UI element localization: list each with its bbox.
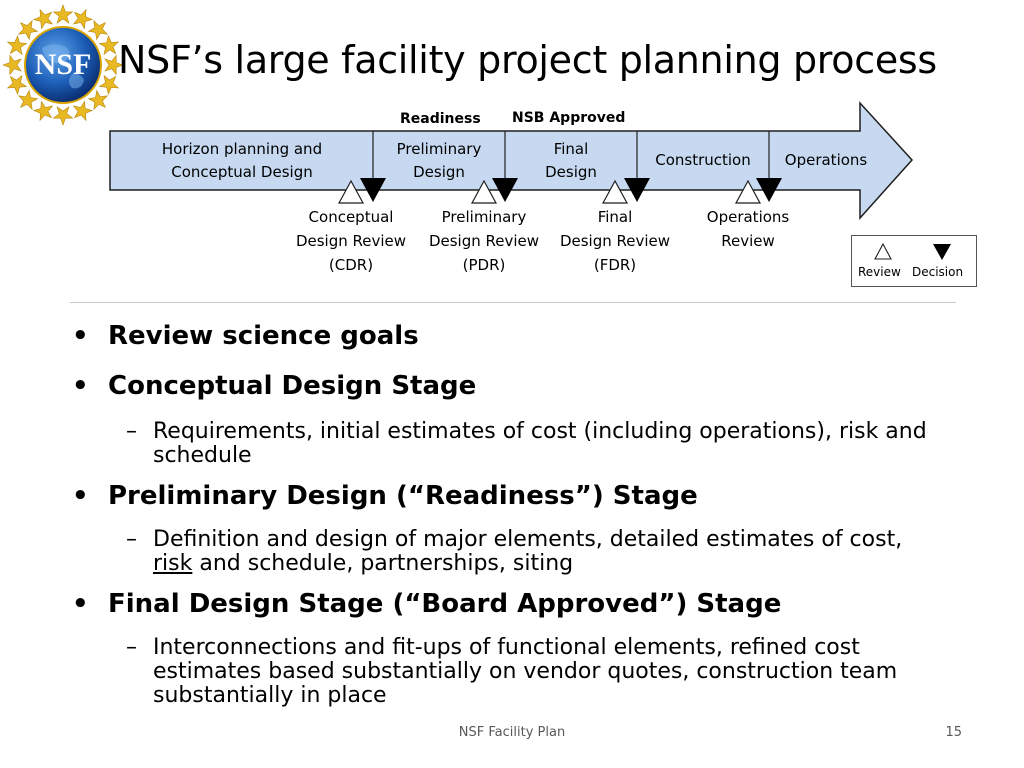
decision-marker [624, 178, 650, 202]
stage-label-construction: Construction [655, 151, 751, 169]
star-icon [2, 54, 22, 76]
decision-marker [360, 178, 386, 202]
star-icon [52, 106, 74, 126]
star-icon [104, 54, 124, 76]
star-icon [87, 89, 109, 111]
stage-label-operations: Operations [784, 151, 868, 169]
star-icon [32, 100, 54, 122]
star-icon [17, 89, 39, 111]
review-marker [874, 242, 892, 260]
page-title: NSF’s large facility project planning pr… [118, 38, 937, 82]
star-icon [6, 34, 28, 56]
review-marker [734, 179, 762, 204]
page-number: 15 [945, 725, 962, 740]
legend-review-label: Review [858, 265, 901, 279]
star-icon [72, 8, 94, 30]
star-icon [98, 74, 120, 96]
decision-marker [933, 244, 951, 260]
process-arrow [109, 101, 914, 220]
star-icon [72, 100, 94, 122]
slide-footer: NSF Facility Plan [458, 725, 566, 740]
star-icon [87, 19, 109, 41]
logo-text: NSF [35, 48, 92, 81]
review-marker [337, 179, 365, 204]
star-icon [6, 74, 28, 96]
decision-marker [756, 178, 782, 202]
star-icon [32, 8, 54, 30]
process-diagram [109, 101, 914, 220]
star-icon [17, 19, 39, 41]
underlined-risk: risk [153, 551, 193, 576]
divider-line [70, 302, 956, 303]
review-marker [470, 179, 498, 204]
star-icon [52, 4, 74, 24]
milestone-readiness: Readiness [400, 111, 481, 127]
legend-symbols [874, 242, 951, 260]
milestone-nsb-approved: NSB Approved [512, 110, 626, 126]
decision-marker [492, 178, 518, 202]
review-marker [601, 179, 629, 204]
legend-decision-label: Decision [912, 265, 964, 279]
gold-star-ring [2, 4, 124, 126]
nsf-logo: NSF [2, 4, 124, 126]
diagram-legend: Review Decision [851, 235, 977, 287]
star-icon [98, 34, 120, 56]
